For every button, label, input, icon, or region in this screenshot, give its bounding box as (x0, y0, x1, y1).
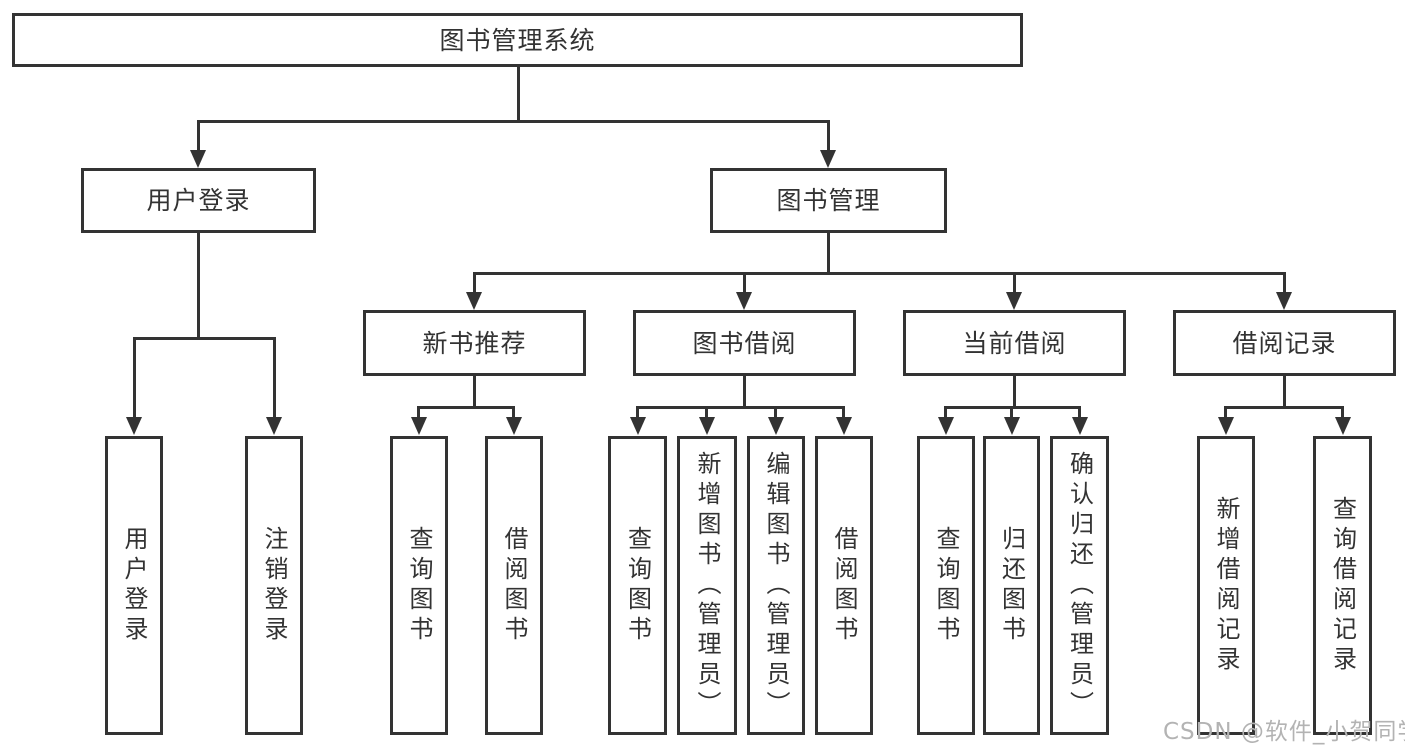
connector-line (1010, 406, 1013, 419)
connector-arrowhead-icon (630, 417, 646, 435)
connector-line (705, 406, 708, 419)
connector-line (1283, 376, 1286, 406)
connector-line (197, 233, 200, 337)
node-book-borrow-label: 图书借阅 (692, 328, 797, 358)
connector-line (133, 337, 136, 418)
connector-arrowhead-icon (1335, 417, 1351, 435)
connector-line (743, 376, 746, 406)
leaf-nb-query-book: 查询图书 (390, 436, 448, 735)
connector-line (473, 272, 476, 294)
leaf-bb-query-book: 查询图书 (608, 436, 667, 735)
connector-line (517, 67, 520, 120)
connector-line (473, 272, 1286, 275)
node-new-book-recommend: 新书推荐 (363, 310, 586, 376)
connector-line (827, 120, 830, 152)
connector-arrowhead-icon (938, 417, 954, 435)
connector-arrowhead-icon (820, 150, 836, 168)
connector-line (636, 406, 844, 409)
connector-line (273, 337, 276, 418)
node-new-book-recommend-label: 新书推荐 (422, 328, 527, 358)
connector-arrowhead-icon (1276, 292, 1292, 310)
connector-line (842, 406, 845, 419)
leaf-user-login: 用户登录 (105, 436, 163, 735)
node-current-borrow-label: 当前借阅 (962, 328, 1067, 358)
leaf-nb-borrow-book: 借阅图书 (485, 436, 543, 735)
connector-line (197, 120, 200, 152)
connector-line (418, 406, 515, 409)
connector-arrowhead-icon (699, 417, 715, 435)
leaf-bb-query-book-label: 查询图书 (623, 525, 652, 646)
connector-line (417, 406, 420, 419)
connector-line (636, 406, 639, 419)
leaf-nb-borrow-book-label: 借阅图书 (500, 525, 528, 646)
connector-line (1013, 376, 1016, 406)
leaf-bb-edit-book-admin: 编辑图书（管理员） (747, 436, 805, 735)
leaf-cb-query-book-label: 查询图书 (932, 525, 960, 646)
node-book-mgmt-label: 图书管理 (776, 186, 881, 215)
connector-line (512, 406, 515, 419)
connector-arrowhead-icon (1218, 417, 1234, 435)
leaf-logout: 注销登录 (245, 436, 303, 735)
connector-arrowhead-icon (736, 292, 752, 310)
connector-arrowhead-icon (506, 417, 522, 435)
node-borrow-record: 借阅记录 (1173, 310, 1396, 376)
connector-line (1078, 406, 1081, 419)
connector-arrowhead-icon (768, 417, 784, 435)
connector-arrowhead-icon (836, 417, 852, 435)
leaf-cb-return-book-label: 归还图书 (997, 525, 1026, 646)
node-borrow-record-label: 借阅记录 (1232, 328, 1337, 358)
connector-line (133, 337, 275, 340)
leaf-cb-confirm-return-admin: 确认归还（管理员） (1050, 436, 1109, 735)
connector-line (1341, 406, 1344, 419)
leaf-bb-edit-book-admin-label: 编辑图书（管理员） (762, 450, 790, 721)
leaf-cb-query-book: 查询图书 (917, 436, 975, 735)
connector-arrowhead-icon (466, 292, 482, 310)
leaf-br-add-record-label: 新增借阅记录 (1212, 495, 1240, 676)
leaf-cb-confirm-return-admin-label: 确认归还（管理员） (1065, 450, 1094, 721)
connector-arrowhead-icon (126, 417, 142, 435)
node-root-label: 图书管理系统 (439, 25, 596, 55)
watermark: CSDN @软件_小贺同学 (1163, 719, 1405, 745)
connector-line (1013, 272, 1016, 294)
leaf-br-query-record: 查询借阅记录 (1313, 436, 1372, 735)
connector-line (1225, 406, 1342, 409)
connector-line (473, 376, 476, 406)
leaf-bb-add-book-admin-label: 新增图书（管理员） (693, 450, 721, 721)
connector-line (743, 272, 746, 294)
node-user-login: 用户登录 (81, 168, 316, 233)
connector-arrowhead-icon (1004, 417, 1020, 435)
node-user-login-label: 用户登录 (146, 186, 251, 215)
connector-line (944, 406, 947, 419)
node-book-borrow: 图书借阅 (633, 310, 856, 376)
connector-arrowhead-icon (411, 417, 427, 435)
leaf-bb-add-book-admin: 新增图书（管理员） (677, 436, 737, 735)
leaf-br-query-record-label: 查询借阅记录 (1328, 495, 1357, 676)
leaf-cb-return-book: 归还图书 (983, 436, 1040, 735)
connector-arrowhead-icon (190, 150, 206, 168)
node-current-borrow: 当前借阅 (903, 310, 1126, 376)
leaf-user-login-label: 用户登录 (120, 525, 148, 646)
node-book-mgmt: 图书管理 (710, 168, 947, 233)
leaf-br-add-record: 新增借阅记录 (1197, 436, 1255, 735)
leaf-bb-borrow-book: 借阅图书 (815, 436, 873, 735)
leaf-bb-borrow-book-label: 借阅图书 (830, 525, 858, 646)
connector-arrowhead-icon (266, 417, 282, 435)
connector-arrowhead-icon (1072, 417, 1088, 435)
connector-line (197, 120, 830, 123)
connector-line (774, 406, 777, 419)
node-root: 图书管理系统 (12, 13, 1023, 67)
connector-line (1283, 272, 1286, 294)
connector-line (1224, 406, 1227, 419)
leaf-logout-label: 注销登录 (260, 525, 288, 646)
leaf-nb-query-book-label: 查询图书 (405, 525, 433, 646)
connector-line (827, 233, 830, 272)
connector-arrowhead-icon (1006, 292, 1022, 310)
